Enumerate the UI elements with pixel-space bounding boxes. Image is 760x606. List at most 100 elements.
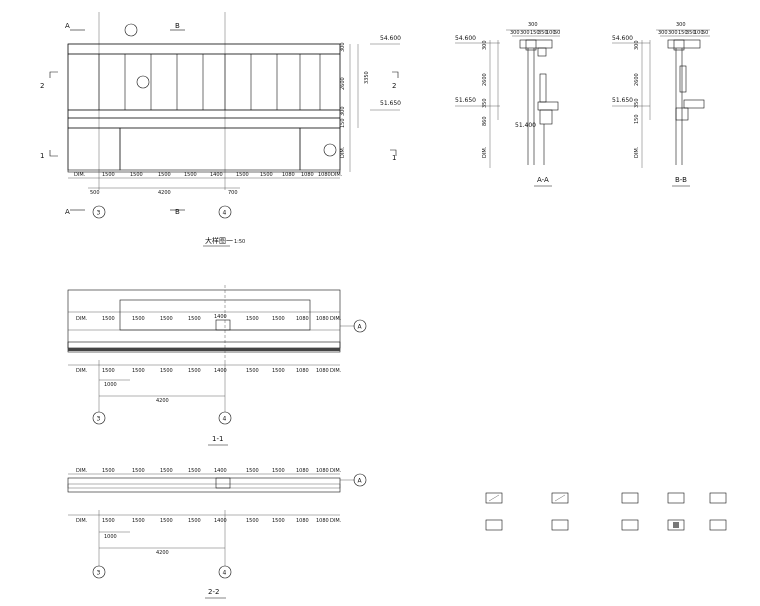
- plan-dim: 1500: [188, 368, 201, 374]
- legend-swatch-6: [485, 519, 503, 531]
- plan-dim: 1080: [316, 518, 329, 524]
- legend-swatch-4: [667, 492, 685, 504]
- plan-dim: DIM.: [330, 368, 342, 374]
- plan-dim: 1500: [272, 468, 285, 474]
- plan-dim: DIM.: [330, 468, 342, 474]
- plan-dim: DIM.: [76, 518, 88, 524]
- plan-2-bottom-dims: DIM. 1500 1500 1500 1500 1400 1500 1500 …: [76, 518, 342, 524]
- plan-2-sub-dim: 1000: [104, 534, 117, 540]
- bb-left-dim-4: DIM.: [634, 146, 640, 158]
- elevation-title: 大样图一: [205, 236, 233, 245]
- bottom-dim: 1500: [130, 172, 143, 178]
- legend-swatch-7: [551, 519, 569, 531]
- aa-top-dim-2: 150: [530, 30, 540, 36]
- plan-dim: 1500: [132, 468, 145, 474]
- aa-left-dim-0: 300: [482, 40, 488, 50]
- bottom-dim: 1500: [184, 172, 197, 178]
- aa-level-low: 51.400: [515, 122, 536, 129]
- plan-dim: 1500: [160, 316, 173, 322]
- bb-left-dim-3: 150: [634, 114, 640, 124]
- plan-2-axis-bubble-3: [92, 565, 106, 579]
- section-bb-drawing: 300 300 300 150 350 100 50 54.600 51.650…: [612, 22, 710, 187]
- bb-top-dim-2: 150: [678, 30, 688, 36]
- plan-dim: 1080: [296, 316, 309, 322]
- plan-1-bottom-dims: DIM. 1500 1500 1500 1500 1400 1500 1500 …: [76, 368, 342, 374]
- section-tag-b-bottom: B: [175, 208, 180, 216]
- bottom-dim2-1: 4200: [158, 190, 171, 196]
- section-tag-1-right: 1: [392, 154, 396, 162]
- level-54600: 54.600: [380, 35, 401, 42]
- axis-label-3: 3: [97, 210, 101, 217]
- plan-dim: 1500: [246, 468, 259, 474]
- bottom-dim: DIM.: [74, 172, 86, 178]
- plan-1-axis-a: A: [358, 324, 363, 331]
- plan-dim: 1400: [214, 518, 227, 524]
- plan-2-frame: [67, 477, 341, 493]
- plan-dim: 1500: [188, 468, 201, 474]
- plan-1-sub-dim: 1000: [104, 382, 117, 388]
- plan-2-top-dims: DIM. 1500 1500 1500 1500 1400 1500 1500 …: [76, 468, 342, 474]
- section-tag-a-bottom: A: [65, 208, 70, 216]
- bottom-dim: 1500: [102, 172, 115, 178]
- plan-dim: 1500: [272, 518, 285, 524]
- plan-1-column: [215, 319, 231, 331]
- bb-left-dim-0: 300: [634, 40, 640, 50]
- plan-dim: 1500: [132, 518, 145, 524]
- axis-bubble-4: [218, 205, 232, 219]
- aa-left-dim-2: 350: [482, 98, 488, 108]
- aa-level-top: 54.600: [455, 35, 476, 42]
- right-dim-3: 150: [340, 118, 346, 128]
- legend-swatch-8: [621, 519, 639, 531]
- material-legend: [485, 492, 727, 531]
- plan-2-axis-a: A: [358, 478, 363, 485]
- aa-slab: [537, 101, 559, 111]
- bb-left-dim-1: 2600: [634, 73, 640, 86]
- bottom-dim: 1500: [260, 172, 273, 178]
- aa-level-mid: 51.650: [455, 97, 476, 104]
- aa-post: [539, 73, 547, 103]
- bottom-dim: 1400: [210, 172, 223, 178]
- plan-dim: 1500: [102, 316, 115, 322]
- plan-1-axis-bubble-a: [353, 319, 367, 333]
- plan-1-total-dim: 4200: [156, 398, 169, 404]
- plan-2-axis-bubble-4: [218, 565, 232, 579]
- aa-top-total: 300: [528, 22, 538, 28]
- section-tag-a-top: A: [65, 22, 70, 30]
- bottom-dim: 1080: [282, 172, 295, 178]
- plan-dim: 1500: [246, 316, 259, 322]
- bottom-dim: 1500: [236, 172, 249, 178]
- bottom-dim: 1080: [318, 172, 331, 178]
- plan-dim: 1500: [102, 468, 115, 474]
- level-51650: 51.650: [380, 100, 401, 107]
- section-tag-2-left: 2: [40, 82, 44, 90]
- section-tag-2-right: 2: [392, 82, 396, 90]
- legend-swatch-1: [485, 492, 503, 504]
- section-aa-drawing: 300 300 300 150 350 100 50 54.600 51.650…: [455, 22, 560, 187]
- legend-swatch-10: [709, 519, 727, 531]
- plan-dim: 1400: [214, 368, 227, 374]
- bb-cap-block: [673, 39, 685, 51]
- plan-dim: 1500: [272, 368, 285, 374]
- plan-2-total-dim: 4200: [156, 550, 169, 556]
- plan-dim: DIM.: [76, 468, 88, 474]
- right-dim-4: DIM.: [340, 146, 346, 158]
- plan-dim: 1080: [296, 368, 309, 374]
- plan-dim: 1500: [188, 518, 201, 524]
- plan-dim: 1500: [160, 468, 173, 474]
- plan-1-title: 1-1: [212, 435, 223, 443]
- plan-dim: 1500: [160, 368, 173, 374]
- plan-dim: 1080: [296, 468, 309, 474]
- plan-2-axis-4: 4: [223, 570, 227, 577]
- elevation-bottom-dims: DIM. 1500 1500 1500 1500 1400 1500 1500 …: [74, 172, 343, 178]
- plan-dim: DIM.: [76, 316, 88, 322]
- plan-2-axis-3: 3: [97, 570, 101, 577]
- bb-level-top: 54.600: [612, 35, 633, 42]
- right-dim-0: 300: [340, 42, 346, 52]
- bb-level-mid: 51.650: [612, 97, 633, 104]
- legend-swatch-5: [709, 492, 727, 504]
- legend-swatch-9: [667, 519, 685, 531]
- plan-dim: 1500: [102, 518, 115, 524]
- plan-dim: 1500: [102, 368, 115, 374]
- aa-left-dim-4: DIM.: [482, 146, 488, 158]
- plan-1-frame: [67, 289, 341, 353]
